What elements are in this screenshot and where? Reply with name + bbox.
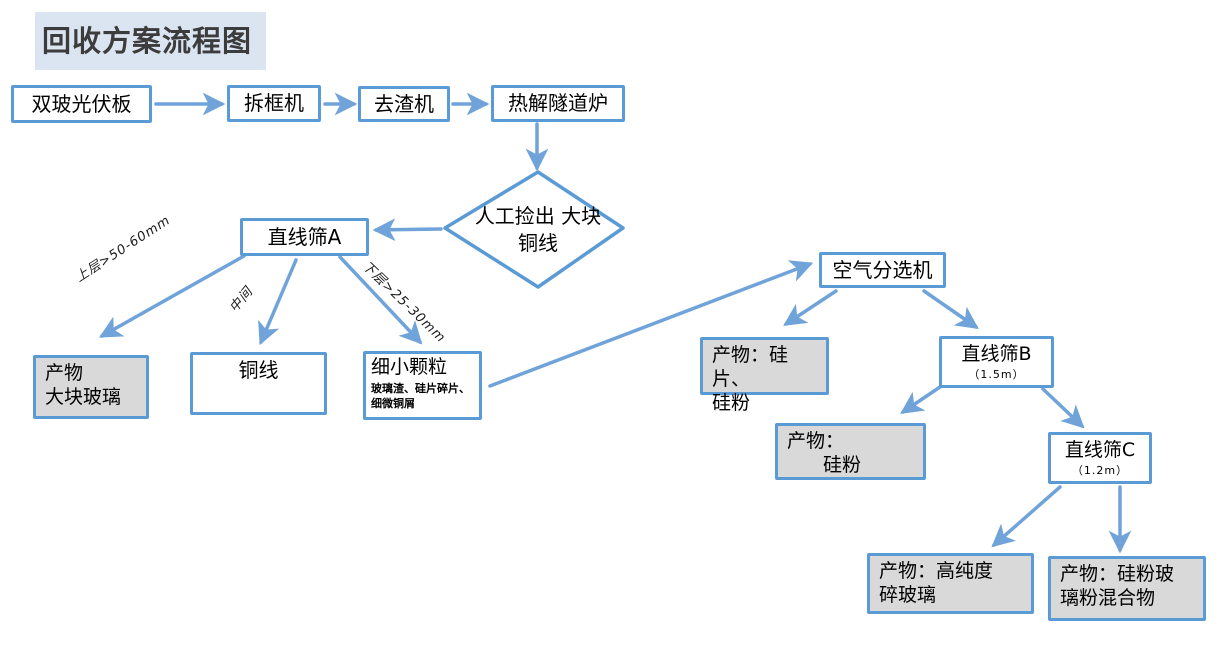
product-wafer-powder-line1: 产物：硅片、 [712, 344, 789, 390]
node-product-silicon-powder: 产物： 硅粉 [775, 423, 926, 480]
arrow-fine-particles-to-air-separator [488, 260, 814, 388]
arrow-screen-a-to-large-glass [99, 254, 246, 338]
manual-picking-line1: 人工捡出 [474, 204, 555, 228]
product-powder-mixture-line1: 产物：硅粉玻 [1060, 563, 1175, 585]
node-dual-glass-panel: 双玻光伏板 [11, 85, 152, 123]
arrow-picking-to-screen-a [372, 218, 443, 242]
product-large-glass-line2: 大块玻璃 [45, 385, 122, 408]
linear-screen-c-size: （1.2m） [1071, 463, 1129, 477]
arrow-screen-b-to-screen-c [1041, 387, 1085, 429]
node-copper-wire: 铜线 [190, 352, 327, 415]
arrow-screen-c-to-high-purity-glass [991, 485, 1062, 548]
fine-particles-detail: 玻璃渣、硅片碎片、细微铜屑 [371, 381, 470, 410]
linear-screen-b-size: （1.5m） [968, 367, 1025, 381]
product-silicon-powder-line1: 产物： [787, 430, 845, 452]
page-title: 回收方案流程图 [35, 12, 267, 70]
node-product-high-purity-glass: 产物：高纯度 碎玻璃 [867, 553, 1034, 614]
product-silicon-powder-line2: 硅粉 [823, 453, 862, 476]
node-manual-picking: 人工捡出 大块铜线 [466, 203, 610, 257]
arrow-air-separator-to-screen-b [922, 289, 979, 329]
node-slag-removal-machine: 去渣机 [358, 86, 450, 122]
node-linear-screen-b: 直线筛B （1.5m） [939, 336, 1054, 388]
node-fine-particles: 细小颗粒 玻璃渣、硅片碎片、细微铜屑 [363, 351, 482, 420]
node-linear-screen-a: 直线筛A [240, 218, 369, 256]
linear-screen-c-label: 直线筛C [1064, 438, 1136, 461]
node-air-separator: 空气分选机 [819, 252, 946, 288]
node-pyrolysis-tunnel-furnace: 热解隧道炉 [491, 85, 625, 122]
manual-picking-diamond-shape [443, 170, 625, 289]
arrow-screen-b-to-silicon-powder [900, 385, 942, 414]
node-product-large-glass: 产物 大块玻璃 [33, 355, 149, 419]
node-product-powder-mixture: 产物：硅粉玻 璃粉混合物 [1048, 556, 1206, 621]
fine-particles-title: 细小颗粒 [371, 356, 448, 378]
arrow-air-separator-to-wafer-powder [783, 289, 838, 326]
product-large-glass-line1: 产物 [45, 362, 84, 384]
arrow-screen-a-to-fine-particles [338, 255, 423, 345]
product-high-purity-glass-line2: 碎玻璃 [879, 583, 937, 606]
product-powder-mixture-line2: 璃粉混合物 [1060, 586, 1156, 609]
node-product-wafer-powder: 产物：硅片、 硅粉 [700, 337, 829, 414]
linear-screen-b-label: 直线筛B [961, 342, 1032, 365]
node-frame-removal-machine: 拆框机 [227, 85, 321, 122]
manual-picking-line2: 大块铜线 [518, 204, 602, 255]
arrow-screen-a-to-copper [258, 258, 298, 346]
product-wafer-powder-line2: 硅粉 [712, 391, 751, 414]
node-linear-screen-c: 直线筛C （1.2m） [1048, 432, 1152, 484]
product-high-purity-glass-line1: 产物：高纯度 [879, 560, 994, 582]
